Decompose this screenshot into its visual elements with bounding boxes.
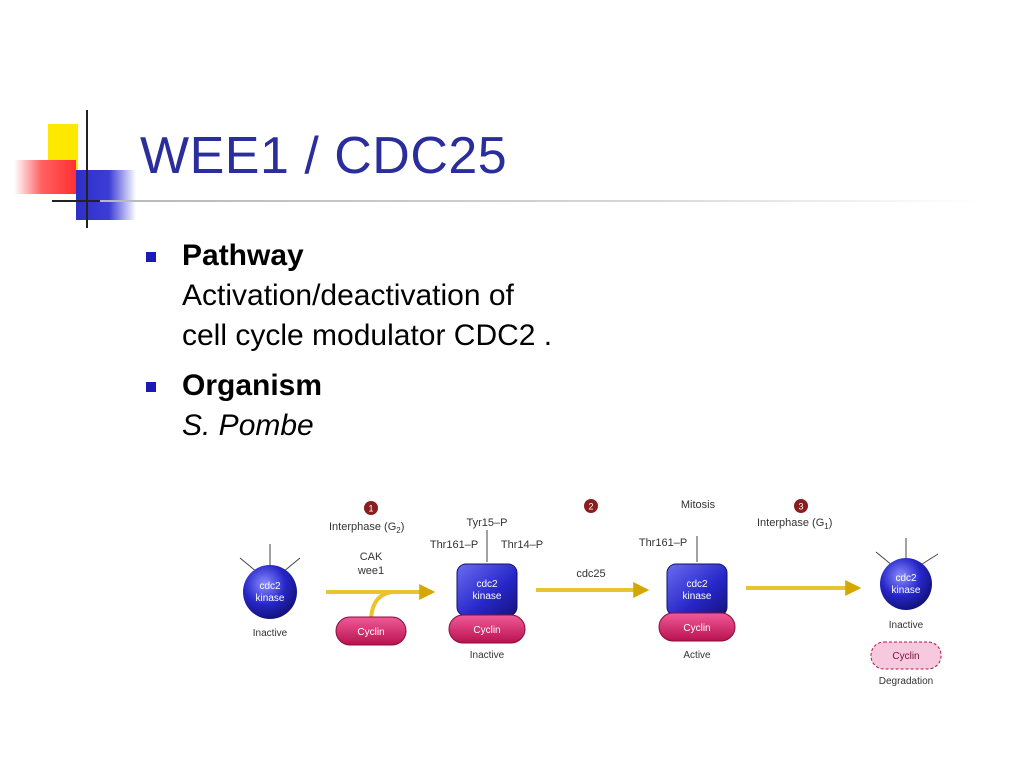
svg-text:kinase: kinase <box>256 593 285 604</box>
svg-text:cdc2: cdc2 <box>686 579 708 590</box>
cyclin-degraded: Cyclin <box>870 641 942 670</box>
phase-label-mitosis: Mitosis <box>681 499 716 511</box>
state-label-inactive-3: Inactive <box>889 620 924 631</box>
arrow-label-cdc25: cdc25 <box>576 568 605 580</box>
svg-text:Cyclin: Cyclin <box>683 623 710 634</box>
svg-text:kinase: kinase <box>473 591 502 602</box>
svg-text:cdc2: cdc2 <box>895 573 917 584</box>
bullet-heading: Organism <box>182 369 323 402</box>
bullet-line: cell cycle modulator CDC2 . <box>182 319 553 352</box>
svg-text:2: 2 <box>588 502 593 512</box>
bullet-line: Activation/deactivation of <box>182 279 514 312</box>
red-gradient-decoration <box>14 160 76 194</box>
state-label-inactive-1: Inactive <box>253 628 288 639</box>
arrow-label-wee1: wee1 <box>357 565 384 577</box>
title-underline <box>100 200 980 202</box>
phospho-label-thr14: Thr14–P <box>501 539 543 551</box>
svg-text:kinase: kinase <box>683 591 712 602</box>
step-marker-2: 2 <box>584 499 598 513</box>
bullet-heading: Pathway <box>182 239 304 272</box>
bullet-square-icon <box>146 252 156 262</box>
horizontal-rule-decoration <box>52 200 100 202</box>
bullet-organism: Organism S. Pombe <box>140 366 552 446</box>
vertical-rule-decoration <box>86 110 88 228</box>
svg-text:cdc2: cdc2 <box>259 581 281 592</box>
phospho-label-tyr15: Tyr15–P <box>467 517 508 529</box>
bullet-square-icon <box>146 382 156 392</box>
svg-text:Cyclin: Cyclin <box>357 627 384 638</box>
svg-text:Cyclin: Cyclin <box>473 625 500 636</box>
svg-text:3: 3 <box>798 502 803 512</box>
step-marker-3: 3 <box>794 499 808 513</box>
state-label-inactive-2: Inactive <box>470 650 505 661</box>
cdc2-kinase-inactive-1: cdc2 kinase <box>239 544 301 619</box>
svg-text:1: 1 <box>368 504 373 514</box>
bullet-pathway: Pathway Activation/deactivation of cell … <box>140 236 552 356</box>
blue-square-decoration <box>76 170 136 220</box>
svg-text:kinase: kinase <box>892 585 921 596</box>
cdc2-cycle-diagram: 1 2 3 Interphase (G2) Mitosis Interphase… <box>239 499 942 687</box>
cdc2-kinase-complex-active: cdc2 kinase Cyclin <box>658 563 736 642</box>
svg-text:cdc2: cdc2 <box>476 579 498 590</box>
state-label-degradation: Degradation <box>879 676 933 687</box>
cdc2-kinase-complex-inactive: cdc2 kinase Cyclin <box>448 563 526 644</box>
step-marker-1: 1 <box>364 501 378 515</box>
phospho-label-thr161-a: Thr161–P <box>430 539 478 551</box>
bullet-list: Pathway Activation/deactivation of cell … <box>140 236 552 456</box>
svg-text:Cyclin: Cyclin <box>892 651 919 662</box>
phospho-label-thr161-b: Thr161–P <box>639 537 687 549</box>
cdc2-kinase-inactive-2: cdc2 kinase <box>875 538 939 610</box>
phase-label-interphase-g1: Interphase (G1) <box>757 517 832 531</box>
slide-title: WEE1 / CDC25 <box>140 127 508 185</box>
bullet-line: S. Pombe <box>182 409 314 442</box>
phase-label-interphase-g2: Interphase (G2) <box>329 521 404 535</box>
cyclin-free: Cyclin <box>335 616 407 646</box>
arrow-label-cak: CAK <box>360 551 383 563</box>
state-label-active: Active <box>683 650 711 661</box>
